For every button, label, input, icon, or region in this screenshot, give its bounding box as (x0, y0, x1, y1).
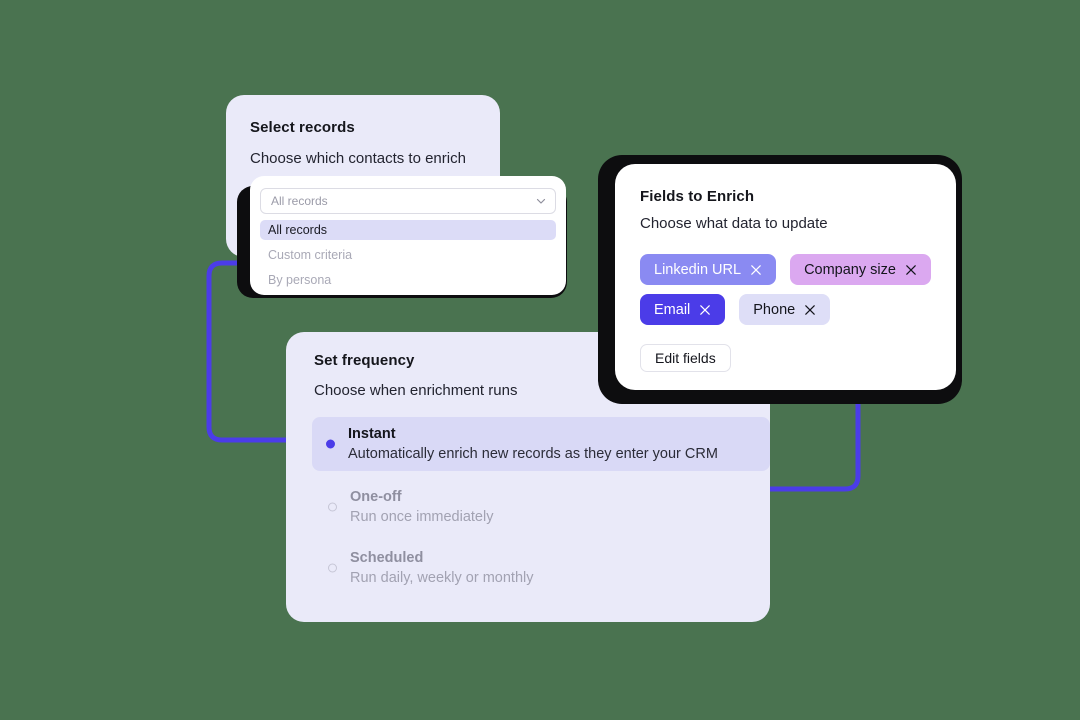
frequency-option-instant[interactable]: Instant Automatically enrich new records… (312, 417, 770, 471)
close-icon[interactable] (750, 264, 762, 276)
chevron-down-icon (536, 198, 546, 204)
close-icon[interactable] (699, 304, 711, 316)
field-tag-email-label: Email (654, 301, 691, 318)
set-frequency-subtitle: Choose when enrichment runs (314, 382, 518, 399)
frequency-option-instant-description: Automatically enrich new records as they… (348, 446, 718, 462)
dropdown-option-by-persona[interactable]: By persona (268, 272, 332, 287)
records-select-value: All records (271, 194, 328, 208)
frequency-option-scheduled-description: Run daily, weekly or monthly (350, 570, 534, 586)
close-icon[interactable] (804, 304, 816, 316)
radio-instant-icon[interactable] (326, 439, 335, 449)
frequency-option-one-off[interactable]: One-off Run once immediately (314, 482, 770, 532)
field-tag-row-1: Linkedin URL Company size (640, 254, 956, 285)
frequency-option-scheduled[interactable]: Scheduled Run daily, weekly or monthly (314, 543, 770, 593)
radio-one-off-icon[interactable] (328, 502, 337, 512)
frequency-option-instant-name: Instant (348, 426, 396, 442)
dropdown-option-all-records[interactable]: All records (260, 220, 556, 240)
frequency-option-one-off-name: One-off (350, 489, 402, 505)
select-records-title: Select records (250, 119, 355, 136)
records-select-control[interactable]: All records (260, 188, 556, 214)
edit-fields-button[interactable]: Edit fields (640, 344, 731, 372)
field-tag-email[interactable]: Email (640, 294, 726, 325)
field-tag-linkedin-url-label: Linkedin URL (654, 261, 742, 278)
frequency-option-scheduled-name: Scheduled (350, 550, 424, 566)
fields-to-enrich-subtitle: Choose what data to update (640, 215, 828, 232)
close-icon[interactable] (905, 264, 917, 276)
records-dropdown-panel: All records All records Custom criteria … (250, 176, 566, 295)
field-tag-row-2: Email Phone (640, 294, 956, 325)
fields-to-enrich-title: Fields to Enrich (640, 188, 755, 205)
dropdown-option-custom-criteria[interactable]: Custom criteria (268, 247, 353, 262)
select-records-subtitle: Choose which contacts to enrich (250, 150, 466, 167)
frequency-option-one-off-description: Run once immediately (350, 509, 494, 525)
radio-scheduled-icon[interactable] (328, 563, 337, 573)
fields-to-enrich-card: Fields to Enrich Choose what data to upd… (615, 164, 956, 390)
field-tag-company-size-label: Company size (804, 261, 896, 278)
field-tag-phone[interactable]: Phone (739, 294, 831, 325)
set-frequency-title: Set frequency (314, 352, 415, 369)
field-tag-phone-label: Phone (753, 301, 796, 318)
field-tag-linkedin-url[interactable]: Linkedin URL (640, 254, 777, 285)
frequency-options-list: Instant Automatically enrich new records… (312, 417, 770, 593)
field-tag-company-size[interactable]: Company size (790, 254, 931, 285)
